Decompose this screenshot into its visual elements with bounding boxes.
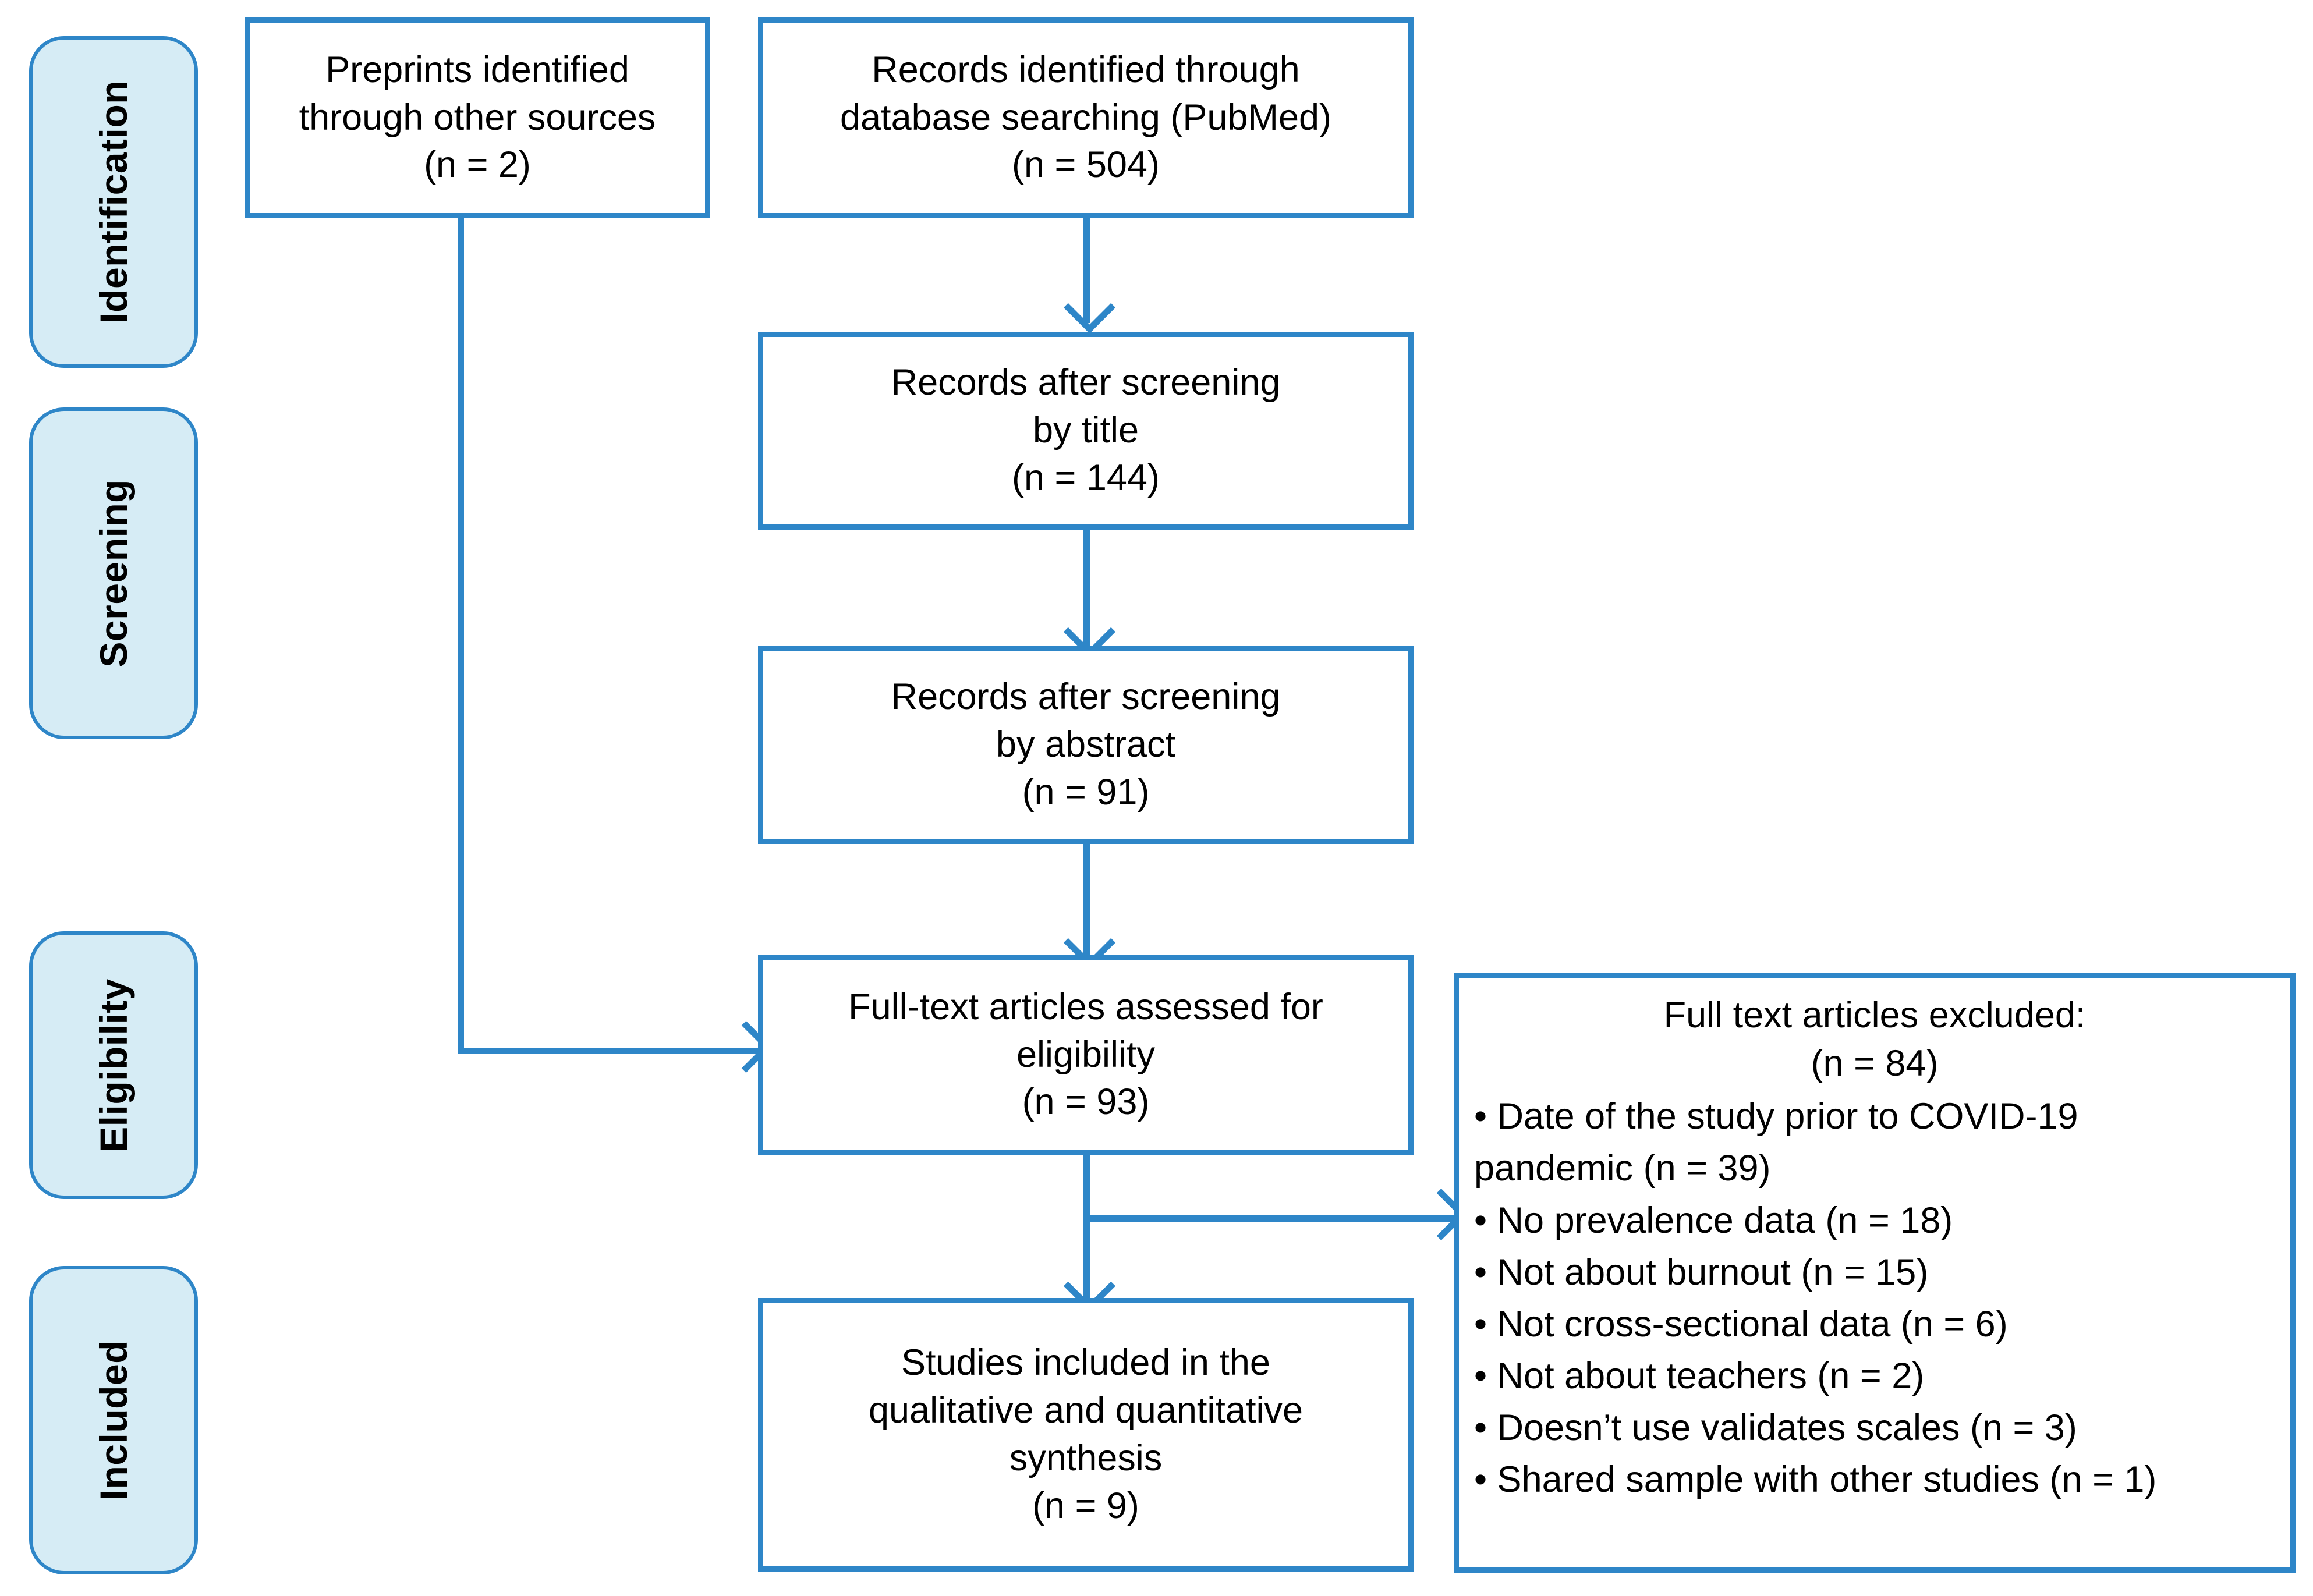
connector-title-to-abstract: [1083, 530, 1090, 646]
box-screened-by-title-line-3: (n = 144): [1012, 457, 1160, 498]
stage-pill-eligibility: Eligibility: [29, 931, 198, 1199]
box-screened-by-abstract: Records after screening by abstract (n =…: [758, 646, 1414, 844]
stage-pill-identification: Identification: [29, 36, 198, 368]
exclusion-reason-item: • Doesn’t use validates scales (n = 3): [1474, 1407, 2077, 1449]
box-fulltext-assessed: Full-text articles assessed for eligibil…: [758, 955, 1414, 1155]
box-preprints-line-3: (n = 2): [424, 144, 531, 186]
box-fulltext-assessed-line-3: (n = 93): [1022, 1081, 1150, 1123]
box-fulltext-assessed-line-2: eligibility: [1016, 1034, 1156, 1075]
stage-pill-included: Included: [29, 1266, 198, 1574]
connector-fulltext-down: [1083, 1155, 1090, 1301]
exclusion-reason-item: • No prevalence data (n = 18): [1474, 1200, 1953, 1241]
box-included-studies-line-2: qualitative and quantitative: [868, 1390, 1304, 1431]
stage-label-identification: Identification: [92, 80, 135, 324]
box-articles-excluded-heading-1: Full text articles excluded:: [1663, 995, 2086, 1035]
box-screened-by-abstract-line-1: Records after screening: [891, 676, 1281, 718]
box-screened-by-abstract-line-3: (n = 91): [1022, 771, 1150, 813]
box-preprints-identified: Preprints identified through other sourc…: [245, 17, 710, 218]
box-screened-by-title: Records after screening by title (n = 14…: [758, 332, 1414, 530]
stage-label-eligibility: Eligibility: [92, 978, 135, 1152]
box-included-studies-line-1: Studies included in the: [901, 1342, 1270, 1384]
exclusion-reason-item: • Not cross-sectional data (n = 6): [1474, 1303, 2008, 1345]
stage-label-screening: Screening: [92, 479, 135, 668]
box-included-studies-line-3: synthesis: [1009, 1438, 1163, 1478]
box-records-identified-line-3: (n = 504): [1012, 144, 1160, 186]
box-preprints-line-2: through other sources: [299, 97, 656, 138]
connector-records-to-title: [1083, 215, 1090, 323]
box-records-identified-line-1: Records identified through: [872, 49, 1300, 90]
exclusion-reason-list: • Date of the study prior to COVID-19 pa…: [1474, 1093, 2275, 1508]
connector-fulltext-to-excluded: [1083, 1215, 1456, 1222]
box-included-studies: Studies included in the qualitative and …: [758, 1298, 1414, 1572]
exclusion-reason-item: • Not about teachers (n = 2): [1474, 1356, 1925, 1397]
box-included-studies-line-4: (n = 9): [1032, 1485, 1139, 1526]
box-articles-excluded: Full text articles excluded: (n = 84) • …: [1454, 973, 2296, 1573]
box-records-identified-line-2: database searching (PubMed): [840, 97, 1331, 138]
box-screened-by-title-line-2: by title: [1032, 410, 1139, 451]
connector-abstract-to-fulltext: [1083, 844, 1090, 957]
stage-pill-screening: Screening: [29, 407, 198, 739]
box-fulltext-assessed-line-1: Full-text articles assessed for: [848, 986, 1323, 1027]
connector-preprints-horizontal: [458, 1048, 760, 1054]
box-preprints-line-1: Preprints identified: [325, 49, 629, 90]
arrowhead-records-to-title: [1063, 281, 1116, 334]
exclusion-reason-item: • Not about burnout (n = 15): [1474, 1251, 1929, 1293]
exclusion-reason-item: pandemic (n = 39): [1474, 1148, 1771, 1189]
box-screened-by-abstract-line-2: by abstract: [996, 724, 1176, 765]
stage-label-included: Included: [92, 1340, 135, 1501]
box-articles-excluded-heading-2: (n = 84): [1811, 1043, 1939, 1084]
exclusion-reason-item: • Date of the study prior to COVID-19: [1474, 1096, 2078, 1137]
box-screened-by-title-line-1: Records after screening: [891, 362, 1281, 403]
exclusion-reason-item: • Shared sample with other studies (n = …: [1474, 1459, 2157, 1501]
connector-preprints-vertical: [458, 215, 464, 1054]
box-records-identified: Records identified through database sear…: [758, 17, 1414, 218]
